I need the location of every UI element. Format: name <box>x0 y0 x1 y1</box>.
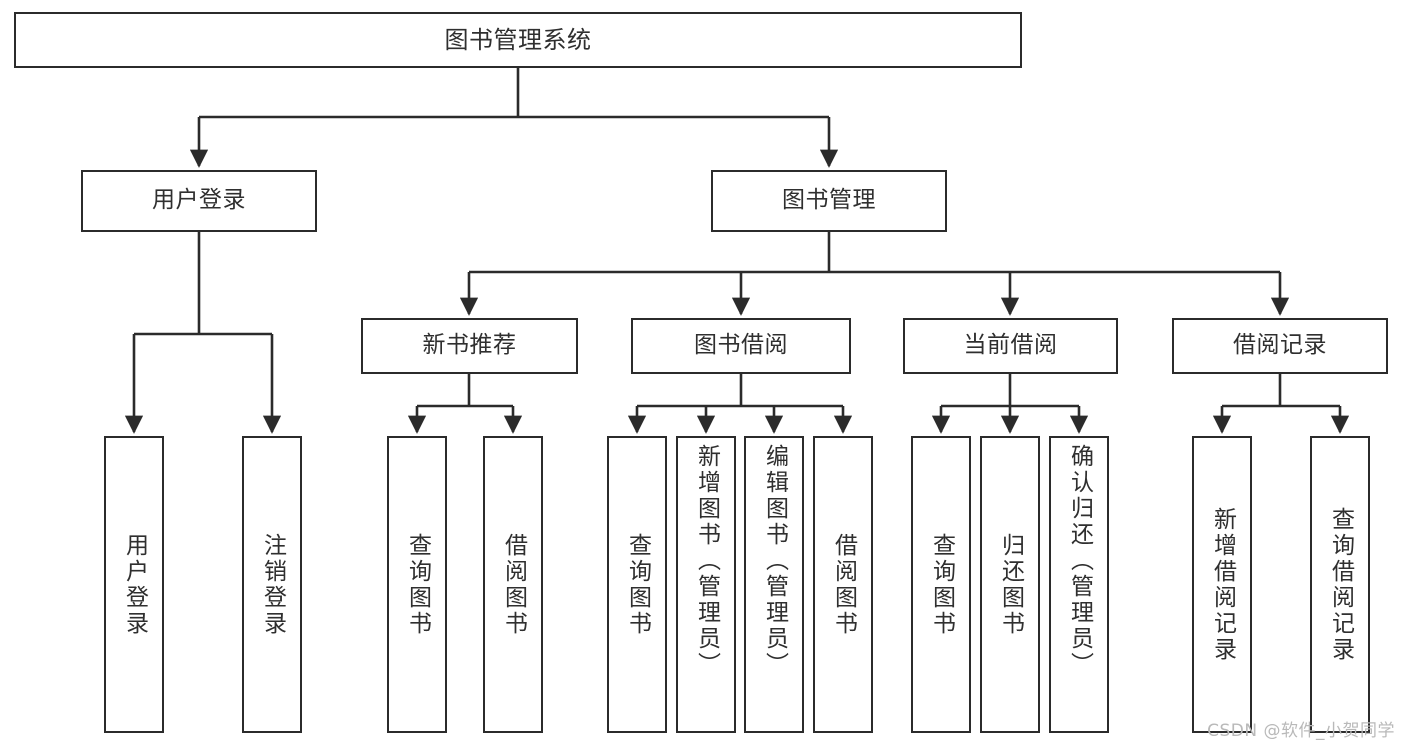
node-label: 当前借阅 <box>963 332 1058 359</box>
node-leaf-edit-book-admin[interactable]: 编辑图书（管理员） <box>744 436 804 733</box>
node-leaf-query-borrow-record[interactable]: 查询借阅记录 <box>1310 436 1370 733</box>
node-label: 借阅图书 <box>830 532 857 637</box>
node-new-book-recommendation[interactable]: 新书推荐 <box>361 318 578 374</box>
node-leaf-confirm-return-admin[interactable]: 确认归还（管理员） <box>1049 436 1109 733</box>
node-label: 查询借阅记录 <box>1327 506 1354 663</box>
node-label: 查询图书 <box>624 532 651 637</box>
node-borrowing-record[interactable]: 借阅记录 <box>1172 318 1388 374</box>
node-leaf-add-borrow-record[interactable]: 新增借阅记录 <box>1192 436 1252 733</box>
node-leaf-borrow-book-nbr[interactable]: 借阅图书 <box>483 436 543 733</box>
node-label: 借阅记录 <box>1233 332 1327 359</box>
node-label: 新增借阅记录 <box>1209 506 1236 663</box>
node-leaf-add-book-admin[interactable]: 新增图书（管理员） <box>676 436 736 733</box>
node-root-book-management-system[interactable]: 图书管理系统 <box>14 12 1022 68</box>
node-leaf-query-book-nbr[interactable]: 查询图书 <box>387 436 447 733</box>
node-label: 确认归还（管理员） <box>1066 444 1093 678</box>
node-user-login[interactable]: 用户登录 <box>81 170 317 232</box>
node-label: 编辑图书（管理员） <box>761 444 788 678</box>
node-label: 新增图书（管理员） <box>693 444 720 678</box>
node-leaf-borrow-book-bb[interactable]: 借阅图书 <box>813 436 873 733</box>
node-current-borrowing[interactable]: 当前借阅 <box>903 318 1118 374</box>
node-label: 图书管理 <box>782 187 876 214</box>
node-label: 归还图书 <box>997 532 1024 637</box>
node-label: 借阅图书 <box>500 532 527 637</box>
watermark-text: CSDN @软件_小贺同学 <box>1207 721 1395 741</box>
node-label: 注销登录 <box>259 532 286 637</box>
node-label: 新书推荐 <box>422 332 517 359</box>
node-leaf-logout[interactable]: 注销登录 <box>242 436 302 733</box>
node-book-management[interactable]: 图书管理 <box>711 170 947 232</box>
node-label: 查询图书 <box>404 532 431 637</box>
node-leaf-user-login[interactable]: 用户登录 <box>104 436 164 733</box>
node-leaf-return-book[interactable]: 归还图书 <box>980 436 1040 733</box>
node-book-borrowing[interactable]: 图书借阅 <box>631 318 851 374</box>
node-label: 查询图书 <box>928 532 955 637</box>
node-label: 图书借阅 <box>694 332 788 359</box>
node-leaf-query-book-bb[interactable]: 查询图书 <box>607 436 667 733</box>
node-label: 用户登录 <box>121 532 148 637</box>
node-label: 用户登录 <box>152 187 246 214</box>
node-leaf-query-book-cb[interactable]: 查询图书 <box>911 436 971 733</box>
node-label: 图书管理系统 <box>444 25 592 54</box>
